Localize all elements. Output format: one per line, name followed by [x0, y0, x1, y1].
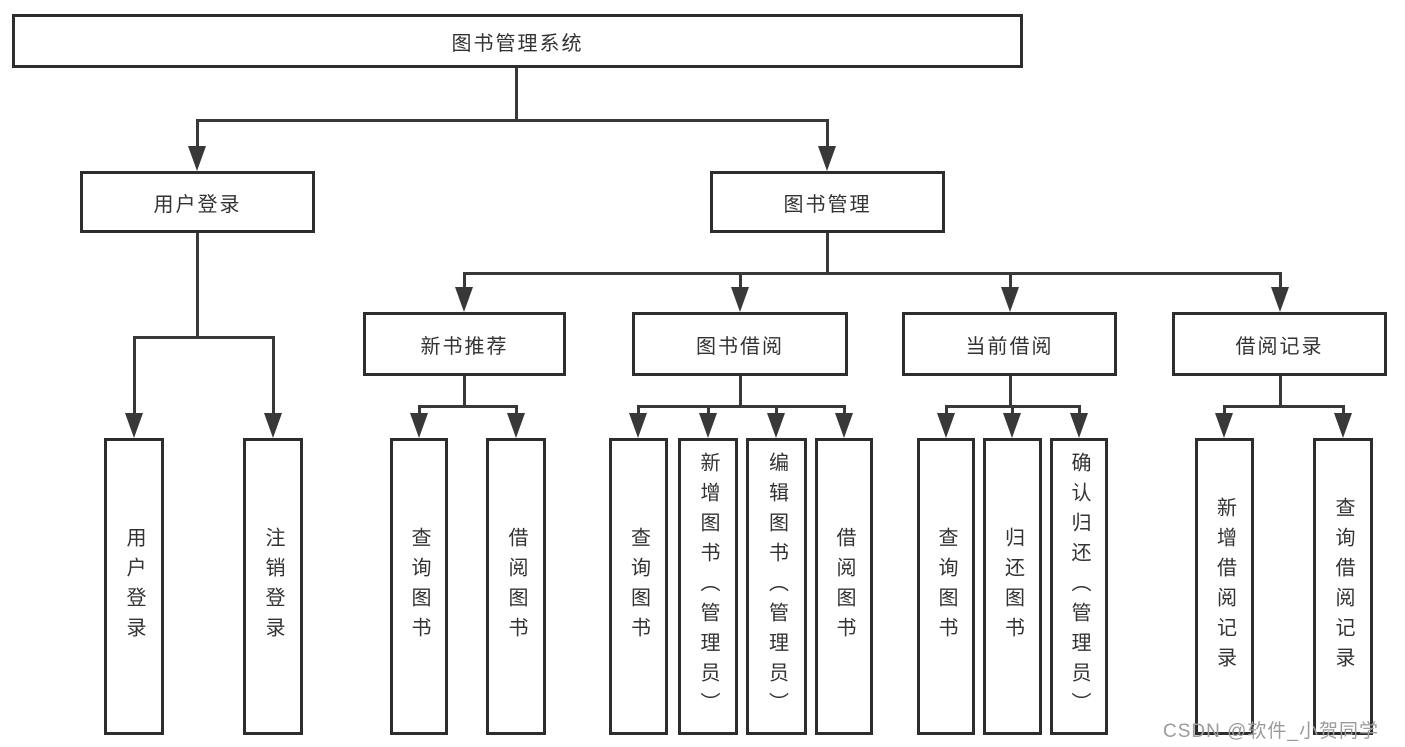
- node-label: 归还图书: [1001, 526, 1024, 647]
- connector-stem: [1011, 405, 1014, 417]
- connector-book-management-stem: [826, 233, 829, 275]
- node-leaf-query-borrow-record: 查询借阅记录: [1313, 438, 1373, 735]
- node-book-borrowing: 图书借阅: [632, 312, 848, 376]
- connector-stem: [637, 405, 640, 417]
- connector-borrow-record-rail: [1223, 405, 1345, 408]
- node-label: 用户登录: [153, 193, 242, 216]
- node-label: 当前借阅: [965, 335, 1054, 358]
- arrow-down-icon: [1271, 287, 1289, 312]
- connector-stem: [272, 336, 275, 416]
- connector-stem: [1078, 405, 1081, 417]
- connector-stem: [775, 405, 778, 417]
- node-label: 借阅图书: [505, 526, 527, 647]
- arrow-down-icon: [507, 413, 525, 438]
- connector-stem: [945, 405, 948, 417]
- connector-stem: [463, 272, 466, 290]
- connector-stem: [1009, 272, 1012, 290]
- arrow-down-icon: [818, 146, 836, 171]
- connector-stem: [1279, 272, 1282, 290]
- arrow-down-icon: [629, 413, 647, 438]
- node-label: 注销登录: [262, 526, 284, 647]
- connector-stem: [707, 405, 710, 417]
- arrow-down-icon: [125, 413, 143, 438]
- connector-stem: [133, 336, 136, 416]
- connector-root-stem: [515, 68, 518, 121]
- connector-stem: [1223, 405, 1226, 417]
- node-leaf-query-book-2: 查询图书: [609, 438, 668, 735]
- node-label: 查询图书: [627, 526, 650, 647]
- connector-new-book-stem: [463, 376, 466, 408]
- node-leaf-edit-book-admin: 编辑图书（管理员）: [746, 438, 807, 735]
- node-leaf-user-login: 用户登录: [104, 438, 164, 735]
- arrow-down-icon: [1334, 413, 1352, 438]
- connector-stem: [843, 405, 846, 417]
- connector-stem: [1342, 405, 1345, 417]
- node-label: 查询图书: [935, 526, 957, 647]
- arrow-down-icon: [937, 413, 955, 438]
- node-label: 图书管理系统: [451, 32, 584, 55]
- node-leaf-query-book-1: 查询图书: [390, 438, 448, 735]
- arrow-down-icon: [1003, 413, 1021, 438]
- node-label: 查询图书: [408, 526, 430, 647]
- connector-current-borrow-stem: [1009, 376, 1012, 408]
- arrow-down-icon: [264, 413, 282, 438]
- csdn-watermark: CSDN @软件_小贺同学: [1163, 721, 1379, 742]
- arrow-down-icon: [1215, 413, 1233, 438]
- node-label: 新增借阅记录: [1213, 496, 1236, 677]
- arrow-down-icon: [1001, 287, 1019, 312]
- node-label: 用户登录: [123, 526, 145, 647]
- node-leaf-confirm-return-admin: 确认归还（管理员）: [1050, 438, 1108, 735]
- node-label: 新书推荐: [420, 335, 509, 358]
- connector-level1-rail: [196, 119, 829, 122]
- connector-stem-book-management: [826, 119, 829, 149]
- connector-user-login-stem: [196, 233, 199, 339]
- connector-book-borrow-rail: [637, 405, 846, 408]
- node-label: 编辑图书（管理员）: [765, 451, 788, 722]
- node-current-borrowing: 当前借阅: [902, 312, 1117, 376]
- node-label: 新增图书（管理员）: [697, 451, 719, 722]
- connector-book-borrow-stem: [739, 375, 742, 408]
- connector-level3-rail: [463, 272, 1282, 275]
- node-leaf-borrow-book-2: 借阅图书: [815, 438, 873, 735]
- connector-stem: [418, 405, 421, 417]
- arrow-down-icon: [835, 413, 853, 438]
- arrow-down-icon: [767, 413, 785, 438]
- connector-new-book-rail: [418, 405, 518, 408]
- node-leaf-logout: 注销登录: [243, 438, 303, 735]
- node-user-login: 用户登录: [80, 171, 315, 233]
- node-new-book-recommend: 新书推荐: [363, 312, 566, 376]
- connector-user-login-rail: [133, 336, 275, 339]
- node-leaf-borrow-book-1: 借阅图书: [486, 438, 546, 735]
- connector-stem: [739, 272, 742, 290]
- arrow-down-icon: [188, 146, 206, 171]
- node-borrowing-records: 借阅记录: [1172, 312, 1387, 376]
- arrow-down-icon: [455, 287, 473, 312]
- node-leaf-add-borrow-record: 新增借阅记录: [1195, 438, 1254, 735]
- node-leaf-return-book: 归还图书: [983, 438, 1042, 735]
- arrow-down-icon: [1070, 413, 1088, 438]
- node-label: 借阅图书: [833, 526, 855, 647]
- node-leaf-add-book-admin: 新增图书（管理员）: [678, 438, 738, 735]
- connector-stem-user-login: [196, 119, 199, 149]
- node-label: 确认归还（管理员）: [1068, 451, 1090, 722]
- node-label: 图书借阅: [696, 335, 784, 358]
- node-label: 查询借阅记录: [1332, 496, 1354, 677]
- connector-stem: [515, 405, 518, 417]
- arrow-down-icon: [410, 413, 428, 438]
- node-leaf-query-book-3: 查询图书: [917, 438, 975, 735]
- connector-borrow-record-stem: [1279, 376, 1282, 408]
- node-label: 图书管理: [783, 193, 872, 216]
- node-book-management: 图书管理: [710, 171, 945, 233]
- node-root-library-system: 图书管理系统: [12, 14, 1023, 68]
- arrow-down-icon: [699, 413, 717, 438]
- node-label: 借阅记录: [1235, 335, 1324, 358]
- arrow-down-icon: [731, 287, 749, 312]
